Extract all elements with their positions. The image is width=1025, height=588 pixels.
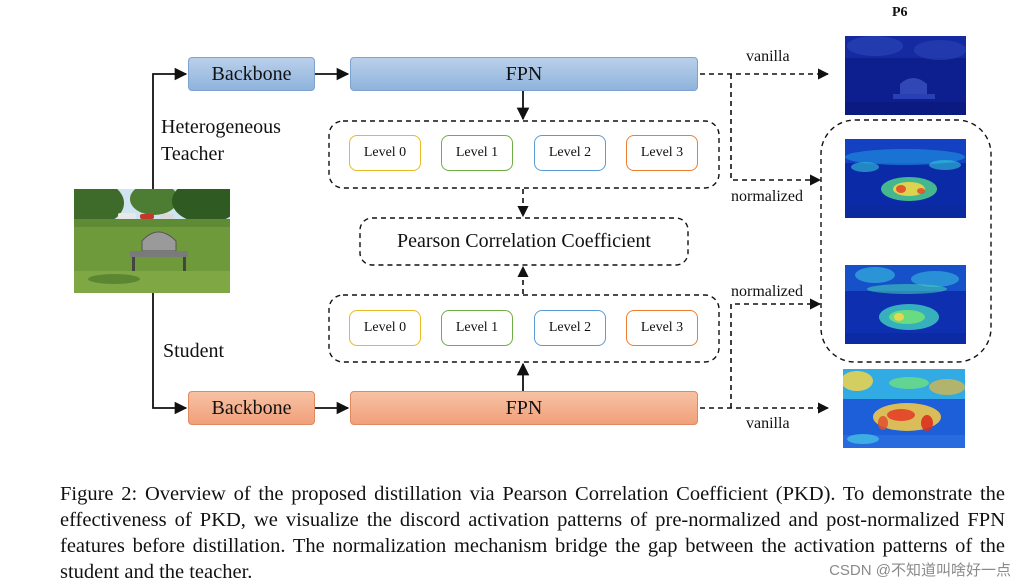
teacher-level-3: Level 3 (626, 135, 698, 171)
student-normalized-label: normalized (731, 283, 803, 300)
teacher-level-1: Level 1 (441, 135, 513, 171)
p6-label: P6 (892, 5, 908, 20)
student-normalized-heatmap (845, 265, 966, 344)
teacher-backbone-box: Backbone (188, 57, 315, 91)
student-label: Student (163, 340, 225, 362)
teacher-level-0: Level 0 (349, 135, 421, 171)
teacher-vanilla-heatmap (845, 36, 966, 115)
normalized-heatmaps-group (820, 119, 992, 363)
pcc-label: Pearson Correlation Coefficient (396, 230, 651, 252)
teacher-levels-group (328, 120, 720, 189)
teacher-label: Heterogeneous Teacher (161, 114, 281, 168)
arrow-image-to-teacher-backbone (152, 67, 188, 190)
teacher-level-2: Level 2 (534, 135, 606, 171)
student-levels-group (328, 294, 720, 363)
student-fpn-bar: FPN (350, 391, 698, 425)
student-level-0: Level 0 (349, 310, 421, 346)
arrow-student-normalized (730, 298, 822, 408)
arrow-image-to-student-backbone (152, 292, 188, 415)
figure-diagram: Heterogeneous Teacher Student Backbone B… (74, 5, 992, 448)
student-level-2: Level 2 (534, 310, 606, 346)
student-backbone-box: Backbone (188, 391, 315, 425)
student-level-1: Level 1 (441, 310, 513, 346)
teacher-vanilla-label: vanilla (746, 48, 790, 65)
student-vanilla-label: vanilla (746, 415, 790, 432)
watermark: CSDN @不知道叫啥好一点 (827, 559, 1013, 580)
figure-caption: Figure 2: Overview of the proposed disti… (60, 483, 1005, 583)
input-image-bench (74, 189, 230, 293)
teacher-label-line1: Heterogeneous (161, 116, 281, 138)
connector-lines (152, 67, 992, 415)
student-level-3: Level 3 (626, 310, 698, 346)
teacher-fpn-bar: FPN (350, 57, 698, 91)
arrow-teacher-normalized (730, 74, 822, 186)
student-vanilla-heatmap (843, 369, 965, 448)
teacher-normalized-label: normalized (731, 188, 803, 205)
teacher-normalized-heatmap (845, 139, 966, 218)
teacher-label-line2: Teacher (161, 143, 224, 165)
pcc-group (359, 217, 689, 266)
